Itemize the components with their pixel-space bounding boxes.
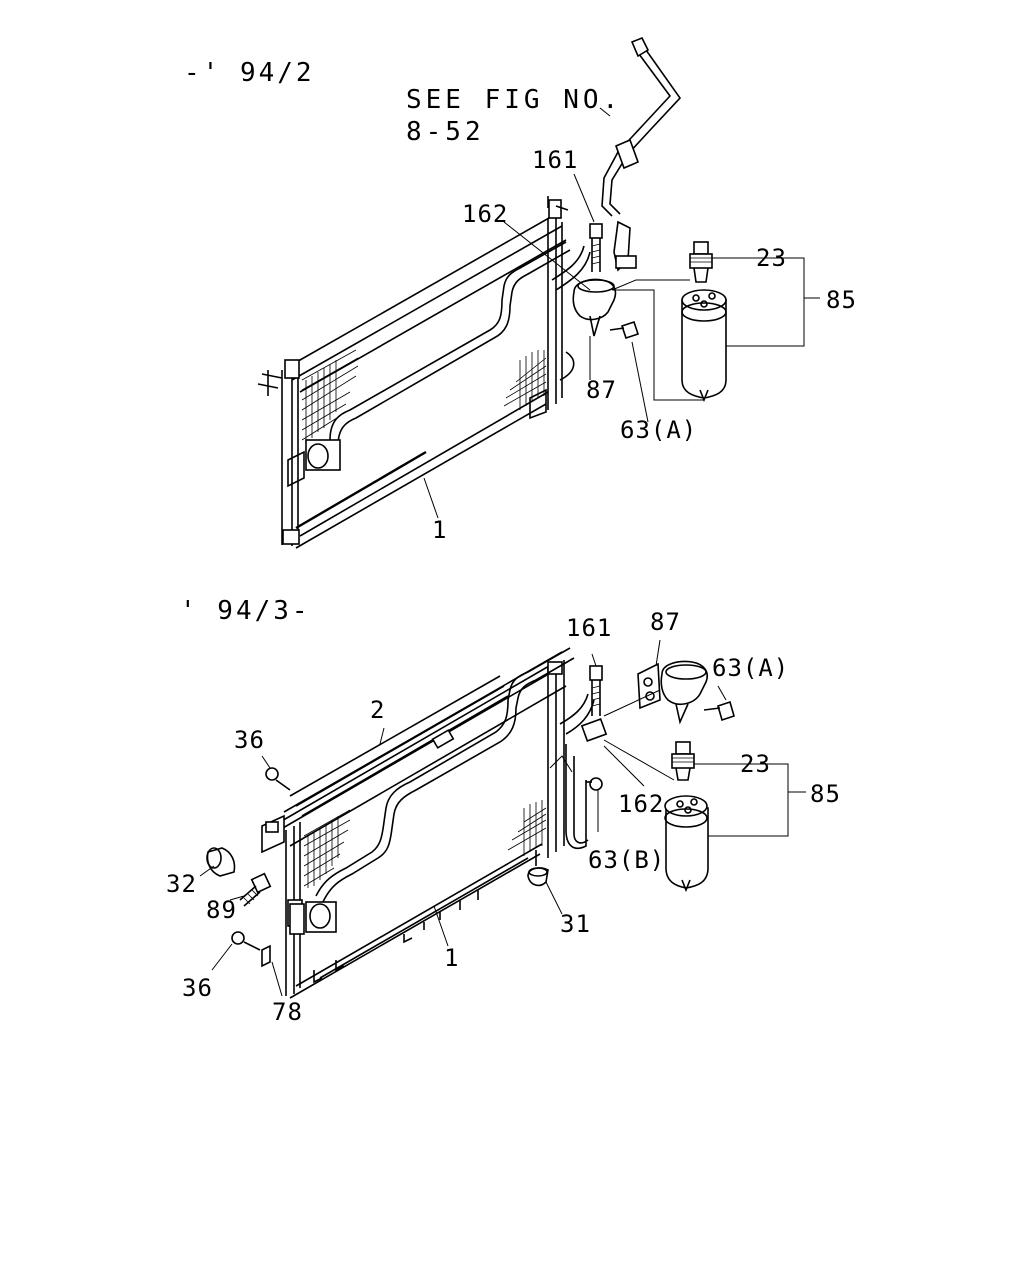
upper-bolt-161 bbox=[589, 223, 603, 272]
lower-callout-78: 78 bbox=[272, 998, 303, 1026]
upper-callout-87: 87 bbox=[586, 376, 617, 404]
upper-callout-63a: 63(A) bbox=[620, 416, 698, 444]
upper-leaders bbox=[423, 107, 820, 519]
upper-fins-right bbox=[503, 350, 547, 410]
lower-bolt-89 bbox=[239, 872, 272, 907]
upper-callout-85: 85 bbox=[826, 286, 857, 314]
lower-diagram bbox=[199, 639, 806, 999]
lower-callout-161: 161 bbox=[566, 614, 613, 642]
lower-bracket bbox=[637, 660, 708, 725]
lower-callout-1: 1 bbox=[444, 944, 460, 972]
upper-pipe bbox=[601, 36, 682, 272]
lower-callout-31: 31 bbox=[560, 910, 591, 938]
lower-clip-78 bbox=[261, 944, 271, 968]
lower-callout-36a: 36 bbox=[234, 726, 265, 754]
reference-note-line1: SEE FIG NO. bbox=[406, 85, 623, 115]
lower-callout-2: 2 bbox=[370, 696, 386, 724]
lower-callout-32: 32 bbox=[166, 870, 197, 898]
lower-bolt-36b bbox=[231, 931, 261, 951]
lower-condenser bbox=[261, 647, 595, 999]
upper-receiver-drier bbox=[681, 289, 727, 403]
lower-fins-left bbox=[303, 809, 351, 888]
lower-callout-87: 87 bbox=[650, 608, 681, 636]
lower-fins-right bbox=[507, 800, 547, 856]
lower-period-label: ' 94/3- bbox=[180, 596, 311, 626]
lower-bolt-63a bbox=[703, 700, 735, 722]
lower-callout-63b: 63(B) bbox=[588, 846, 666, 874]
upper-period-label: -' 94/2 bbox=[184, 58, 315, 88]
lower-callout-85: 85 bbox=[810, 780, 841, 808]
lower-pressure-switch bbox=[671, 741, 695, 781]
reference-note-line2: 8-52 bbox=[406, 117, 485, 147]
lower-callout-89: 89 bbox=[206, 896, 237, 924]
lower-callout-162: 162 bbox=[618, 790, 665, 818]
upper-callout-162: 162 bbox=[462, 200, 509, 228]
upper-callout-161: 161 bbox=[532, 146, 579, 174]
lower-callout-23: 23 bbox=[740, 750, 771, 778]
upper-callout-1: 1 bbox=[432, 516, 448, 544]
upper-fins-left bbox=[301, 349, 359, 441]
lower-callout-63a: 63(A) bbox=[712, 654, 790, 682]
lower-bolt-36a bbox=[265, 767, 291, 791]
lower-bolt-161 bbox=[580, 665, 608, 742]
upper-pressure-switch bbox=[689, 241, 713, 283]
upper-bracket bbox=[572, 278, 617, 337]
upper-diagram bbox=[257, 36, 820, 549]
lower-bolt-63b bbox=[586, 777, 603, 791]
upper-condenser bbox=[257, 196, 591, 549]
lower-mount-31 bbox=[527, 850, 549, 887]
upper-bolt-63a bbox=[609, 320, 640, 340]
lower-leaders bbox=[199, 639, 806, 997]
upper-callout-23: 23 bbox=[756, 244, 787, 272]
lower-callout-36b: 36 bbox=[182, 974, 213, 1002]
lower-receiver-drier bbox=[664, 795, 709, 893]
lower-mount-32 bbox=[206, 847, 236, 877]
